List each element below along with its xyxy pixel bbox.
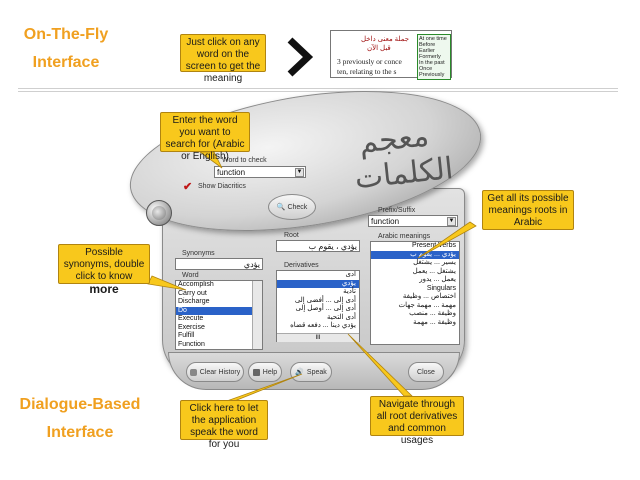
magnifier-icon: 🔍 [276, 204, 286, 211]
demo-arabic-top: جملة معنى داخل [361, 36, 410, 43]
meaning-list-item[interactable]: مهمة ... مهمة جهات [398, 301, 457, 309]
onthefly-title-line2: Interface [32, 54, 100, 71]
word-list-item[interactable]: Carry out [178, 289, 207, 297]
word-list-item[interactable]: Exercise [178, 323, 205, 331]
dialogue-title-line2: Interface [46, 424, 114, 441]
onthefly-title-line1: On-The-Fly [23, 26, 109, 43]
demo-text-line1: 3 previously or conce [337, 57, 402, 66]
prefix-suffix-select[interactable]: function ▼ [368, 215, 458, 227]
speak-button[interactable]: 🔊 Speak [290, 362, 332, 382]
derivative-list-item[interactable]: يؤدي دينا ... دفعه قضاه [290, 322, 356, 329]
prefix-suffix-label: Prefix/Suffix [378, 207, 416, 214]
word-list-item[interactable]: Accomplish [178, 281, 214, 288]
word-list-item[interactable]: Do [176, 306, 262, 315]
arabic-meanings-label: Arabic meanings [378, 233, 431, 240]
divider-bottom [18, 91, 618, 92]
check-button[interactable]: 🔍 Check [268, 194, 316, 220]
navigate-callout: Navigate through all root derivatives an… [370, 396, 464, 446]
history-icon [189, 368, 197, 376]
close-button[interactable]: Close [408, 362, 444, 382]
show-diacritics-label: Show Diacritics [198, 183, 246, 190]
meaning-list-item[interactable]: وظيفة ... منصب [409, 310, 456, 317]
demo-text-line2: ten, relating to the s [337, 67, 397, 76]
word-list-scrollbar[interactable] [252, 281, 262, 349]
meaning-list-item[interactable]: Singulars [426, 284, 456, 292]
root-field[interactable]: يؤدي ، يقوم ب [276, 240, 360, 252]
derivative-list-item[interactable]: تأدية [343, 288, 356, 295]
meaning-list-item[interactable]: يعمل ... يدور [419, 276, 456, 283]
meaning-list-item[interactable]: يؤدي ... يقوم ب [371, 250, 459, 259]
help-button[interactable]: Help [248, 362, 282, 382]
click-word-callout: Just click on any word on the screen to … [180, 34, 266, 84]
synonyms-callout: Possible synonyms, double click to know … [58, 244, 150, 295]
derivative-list-item[interactable]: أدى إلى ... أفضى إلى [294, 296, 356, 304]
meaning-list-item[interactable]: Present Verbs [412, 242, 456, 249]
speak-callout: Click here to let the application speak … [180, 400, 268, 450]
meaning-list-item[interactable]: يشتغل ... يعمل [412, 267, 456, 275]
word-list-item[interactable]: Execute [178, 315, 204, 322]
roots-callout: Get all its possible meanings roots in A… [482, 190, 574, 230]
demo-arabic-mid: قبل الآن [367, 45, 391, 52]
meaning-list-item[interactable]: اختصاص ... وظيفة [402, 293, 456, 300]
derivative-list-item[interactable]: أدى التحية [326, 313, 356, 321]
divider-top [18, 88, 618, 89]
knob-inner [152, 206, 166, 220]
synonyms-field[interactable]: يؤدي [175, 258, 263, 270]
synonyms-label: Synonyms [182, 250, 215, 257]
meaning-list-item[interactable]: يسير ... يشتغل [413, 259, 456, 266]
chevron-down-icon[interactable]: ▼ [295, 168, 304, 177]
derivative-list-item[interactable]: أدى [345, 271, 356, 278]
clear-history-button[interactable]: Clear History [186, 362, 244, 382]
app-logo: معجم الكلمات [353, 118, 455, 197]
derivatives-label: Derivatives [284, 262, 319, 269]
word-to-check-label: Word to check [222, 157, 267, 164]
word-list-item[interactable]: Function [178, 340, 205, 348]
dialogue-title-line1: Dialogue-Based [19, 396, 141, 413]
derivative-list-item[interactable]: أدى إلى ... أوصل إلى [295, 305, 356, 312]
derivatives-hscrollbar[interactable]: III [277, 333, 359, 342]
root-label: Root [284, 232, 299, 239]
help-icon [252, 368, 260, 376]
word-list-item[interactable]: Discharge [178, 298, 210, 305]
show-diacritics-checkbox[interactable]: ✔ [183, 181, 193, 193]
word-to-check-input[interactable]: function ▼ [214, 166, 306, 178]
derivative-list-item[interactable]: يؤدي [277, 279, 359, 288]
chevron-down-icon[interactable]: ▼ [447, 217, 456, 226]
enter-word-callout: Enter the word you want to search for (A… [160, 112, 250, 162]
speaker-icon: 🔊 [295, 369, 304, 376]
word-list-item[interactable]: Fulfill [178, 332, 195, 339]
word-column-label: Word [182, 272, 199, 279]
meaning-list-item[interactable]: وظيفة ... مهمة [413, 318, 456, 326]
